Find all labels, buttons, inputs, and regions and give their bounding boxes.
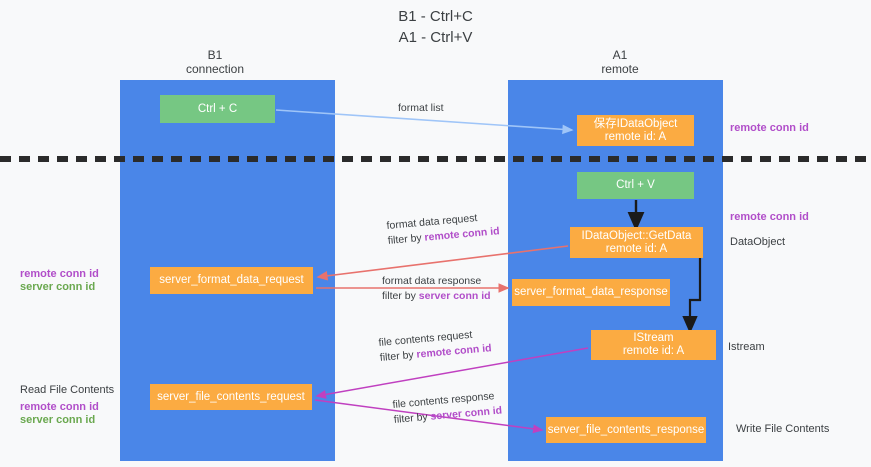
box-server-file-contents-request[interactable]: server_file_contents_request	[150, 384, 312, 410]
label-format-list-text: format list	[398, 102, 444, 114]
side-label-remote-conn-id-1: remote conn id	[20, 268, 99, 280]
box-ctrl-c[interactable]: Ctrl + C	[160, 95, 275, 123]
side-label-remote-conn-id-mid: remote conn id	[730, 211, 809, 223]
label-format-data-response-line2: filter by server conn id	[382, 289, 491, 304]
side-label-read-file-contents: Read File Contents	[20, 384, 115, 396]
box-ctrl-v[interactable]: Ctrl + V	[577, 172, 694, 199]
side-label-group-file: Read File Contents remote conn id server…	[20, 384, 114, 427]
side-label-remote-conn-id-top: remote conn id	[730, 122, 809, 134]
label-format-data-response-line1: format data response	[382, 275, 482, 287]
filter-key-server-conn-id: server conn id	[418, 290, 491, 302]
page-title: B1 - Ctrl+C A1 - Ctrl+V	[398, 8, 473, 46]
box-server-format-data-response[interactable]: server_format_data_response	[512, 279, 670, 306]
filter-prefix: filter by	[387, 231, 426, 247]
box-server-file-contents-response[interactable]: server_file_contents_response	[546, 417, 706, 443]
box-istream[interactable]: IStream remote id: A	[591, 330, 716, 360]
box-idataobject[interactable]: 保存IDataObject remote id: A	[577, 115, 694, 146]
box-server-format-data-request[interactable]: server_format_data_request	[150, 267, 313, 294]
filter-prefix: filter by	[393, 410, 432, 426]
label-format-data-response: format data response filter by server co…	[382, 274, 491, 304]
side-label-server-conn-id-2: server conn id	[20, 414, 96, 426]
side-label-group-format: remote conn id server conn id	[20, 268, 99, 294]
label-file-contents-request: file contents request filter by remote c…	[378, 326, 492, 366]
column-header-a1: A1 remote	[601, 48, 639, 76]
side-label-dataobject: DataObject	[730, 236, 786, 248]
side-label-write-file-contents: Write File Contents	[736, 423, 830, 435]
side-label-remote-conn-id-2: remote conn id	[20, 401, 99, 413]
column-header-b1: B1 connection	[185, 48, 245, 76]
side-label-istream: Istream	[728, 341, 765, 353]
box-idataobject-getdata[interactable]: IDataObject::GetData remote id: A	[570, 227, 703, 258]
side-label-server-conn-id-1: server conn id	[20, 281, 96, 293]
filter-prefix: filter by	[382, 290, 419, 302]
phase-separator	[0, 156, 871, 162]
label-file-contents-response: file contents response filter by server …	[392, 389, 503, 428]
label-format-list: format list	[398, 101, 444, 116]
label-format-data-request: format data request filter by remote con…	[386, 209, 500, 249]
filter-prefix: filter by	[379, 348, 418, 364]
